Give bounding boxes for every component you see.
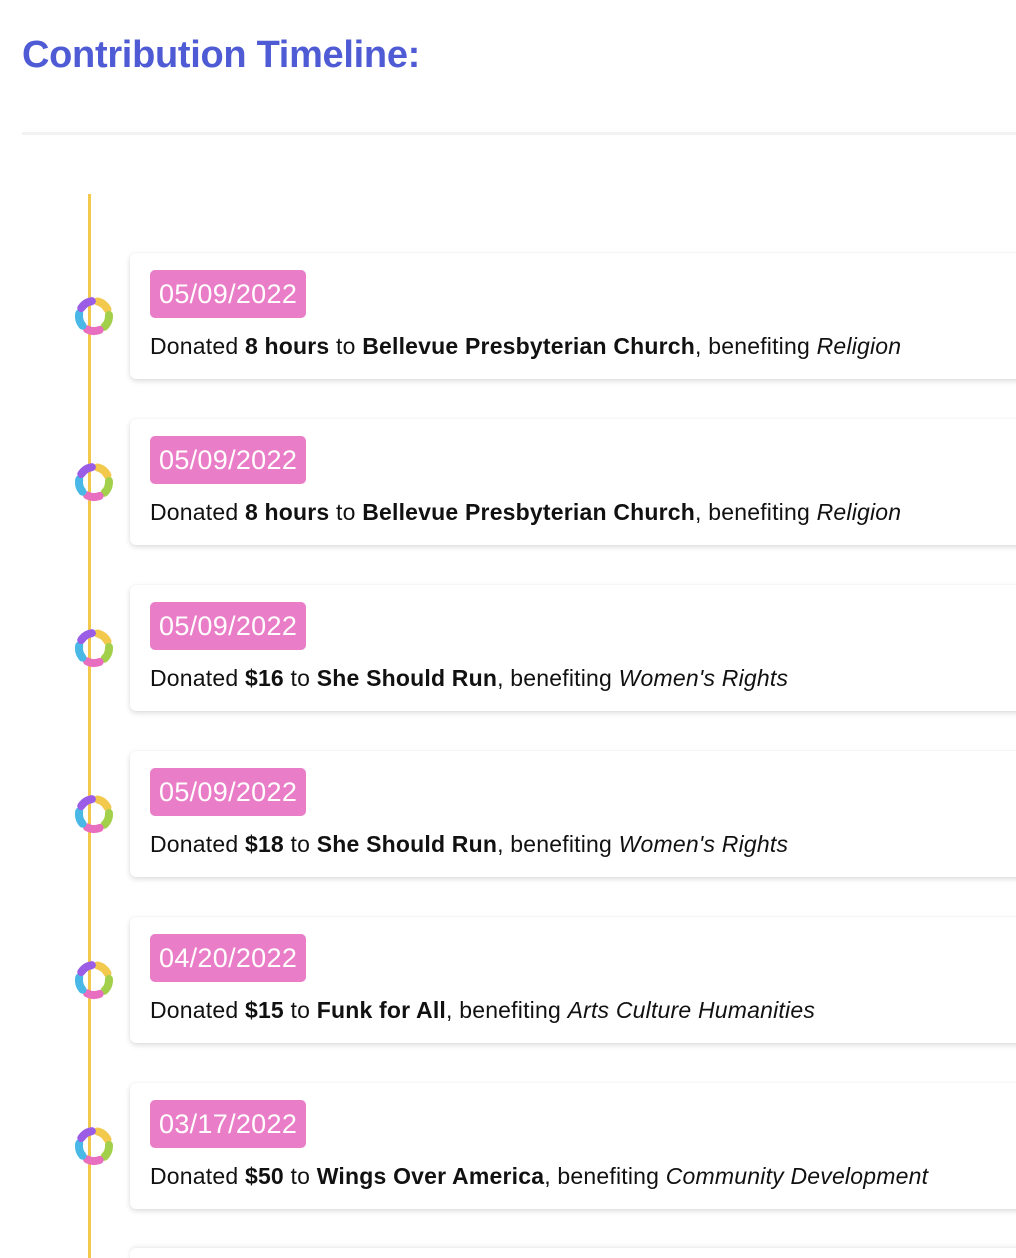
- contribution-description: Donated $16 to She Should Run, benefitin…: [150, 665, 788, 692]
- contribution-card: 04/20/2022 Donated $15 to Funk for All, …: [130, 917, 1016, 1043]
- colorful-ring-icon: [72, 460, 116, 504]
- contribution-amount: $50: [244, 1163, 284, 1189]
- contribution-card: 03/17/2022 Donated $50 to Wings Over Ame…: [130, 1083, 1016, 1209]
- contribution-description: Donated 8 hours to Bellevue Presbyterian…: [150, 333, 901, 360]
- colorful-ring-icon: [72, 294, 116, 338]
- timeline-entry: 05/09/2022 Donated 8 hours to Bellevue P…: [0, 253, 1016, 419]
- contribution-description: Donated 8 hours to Bellevue Presbyterian…: [150, 499, 901, 526]
- contribution-card: 05/09/2022 Donated 8 hours to Bellevue P…: [130, 419, 1016, 545]
- contribution-amount: 8 hours: [244, 499, 330, 525]
- description-prefix: Donated: [150, 333, 245, 359]
- cause-name: Community Development: [665, 1163, 929, 1189]
- contribution-description: Donated $15 to Funk for All, benefiting …: [150, 997, 815, 1024]
- description-mid: to: [283, 1163, 317, 1189]
- description-mid: to: [329, 499, 363, 525]
- cause-name: Women's Rights: [618, 665, 789, 691]
- timeline-entry: 05/09/2022 Donated $16 to She Should Run…: [0, 585, 1016, 751]
- description-connector: , benefiting: [446, 997, 568, 1023]
- date-badge: 04/20/2022: [150, 934, 307, 982]
- organization-name: She Should Run: [316, 665, 498, 691]
- date-badge: 03/17/2022: [150, 1100, 307, 1148]
- colorful-ring-icon: [72, 1124, 116, 1168]
- date-badge: 05/09/2022: [150, 768, 307, 816]
- timeline-entries: 05/09/2022 Donated 8 hours to Bellevue P…: [0, 253, 1016, 1249]
- contribution-amount: $15: [244, 997, 284, 1023]
- timeline-entry: 04/20/2022 Donated $15 to Funk for All, …: [0, 917, 1016, 1083]
- timeline-entry: 05/09/2022 Donated $18 to She Should Run…: [0, 751, 1016, 917]
- organization-name: Bellevue Presbyterian Church: [362, 499, 696, 525]
- description-connector: , benefiting: [497, 831, 619, 857]
- contribution-amount: 8 hours: [244, 333, 330, 359]
- organization-name: She Should Run: [316, 831, 498, 857]
- cause-name: Women's Rights: [618, 831, 789, 857]
- organization-name: Bellevue Presbyterian Church: [362, 333, 696, 359]
- description-connector: , benefiting: [695, 333, 817, 359]
- description-mid: to: [283, 665, 317, 691]
- date-badge: 05/09/2022: [150, 436, 307, 484]
- date-badge: 05/09/2022: [150, 270, 307, 318]
- cause-name: Religion: [816, 499, 902, 525]
- page-title: Contribution Timeline:: [22, 34, 421, 76]
- description-prefix: Donated: [150, 499, 245, 525]
- organization-name: Funk for All: [316, 997, 447, 1023]
- description-prefix: Donated: [150, 665, 245, 691]
- contribution-description: Donated $50 to Wings Over America, benef…: [150, 1163, 928, 1190]
- contribution-card: 05/09/2022 Donated 8 hours to Bellevue P…: [130, 253, 1016, 379]
- cause-name: Religion: [816, 333, 902, 359]
- contribution-description: Donated $18 to She Should Run, benefitin…: [150, 831, 788, 858]
- description-prefix: Donated: [150, 831, 245, 857]
- timeline-entry: 03/17/2022 Donated $50 to Wings Over Ame…: [0, 1083, 1016, 1249]
- description-connector: , benefiting: [695, 499, 817, 525]
- organization-name: Wings Over America: [316, 1163, 545, 1189]
- partial-contribution-card: [130, 1248, 1016, 1258]
- description-prefix: Donated: [150, 1163, 245, 1189]
- description-mid: to: [283, 997, 317, 1023]
- description-connector: , benefiting: [497, 665, 619, 691]
- colorful-ring-icon: [72, 792, 116, 836]
- contribution-card: 05/09/2022 Donated $18 to She Should Run…: [130, 751, 1016, 877]
- description-prefix: Donated: [150, 997, 245, 1023]
- colorful-ring-icon: [72, 958, 116, 1002]
- date-badge: 05/09/2022: [150, 602, 307, 650]
- timeline-entry: 05/09/2022 Donated 8 hours to Bellevue P…: [0, 419, 1016, 585]
- description-mid: to: [283, 831, 317, 857]
- description-connector: , benefiting: [544, 1163, 666, 1189]
- cause-name: Arts Culture Humanities: [567, 997, 816, 1023]
- title-divider: [22, 132, 1016, 135]
- description-mid: to: [329, 333, 363, 359]
- contribution-amount: $16: [244, 665, 284, 691]
- contribution-card: 05/09/2022 Donated $16 to She Should Run…: [130, 585, 1016, 711]
- contribution-amount: $18: [244, 831, 284, 857]
- timeline-line: [88, 194, 91, 1258]
- colorful-ring-icon: [72, 626, 116, 670]
